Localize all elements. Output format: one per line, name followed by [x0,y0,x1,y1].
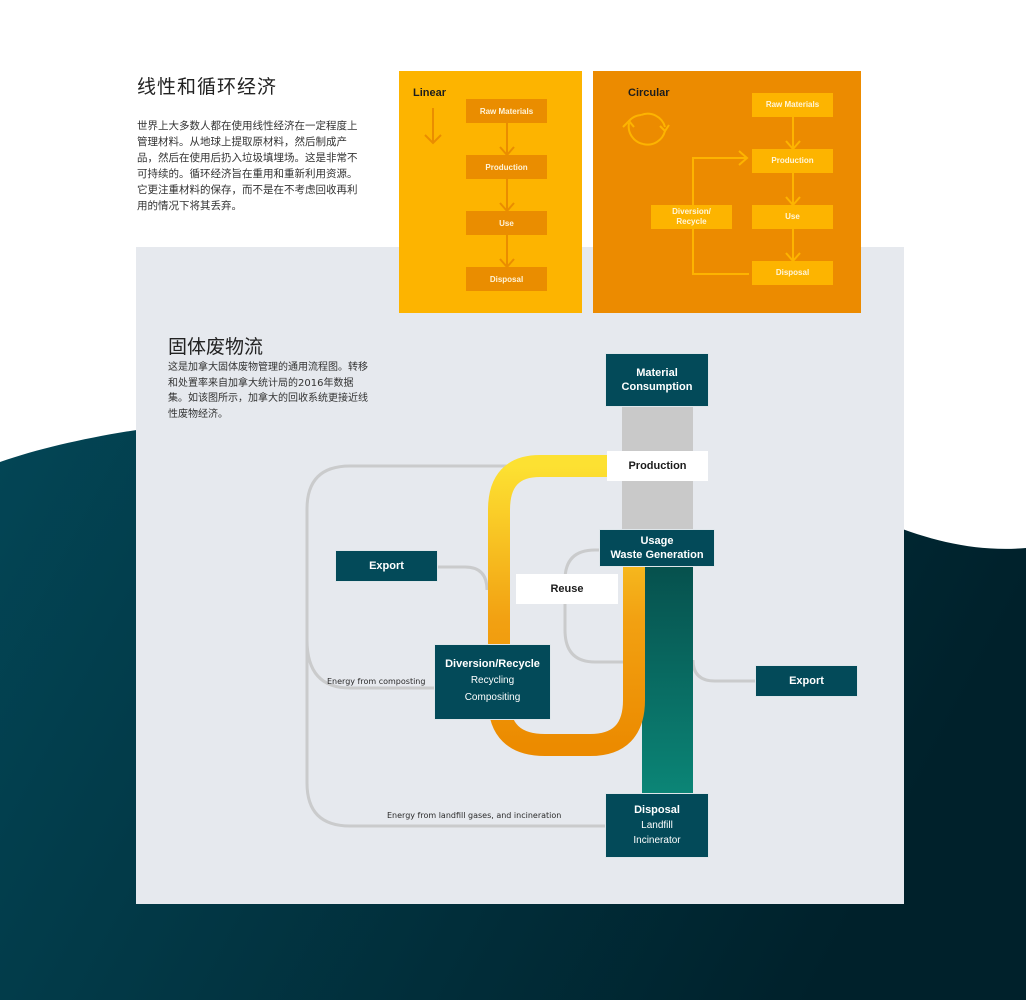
node-material-consumption-label: Material Consumption [621,367,693,393]
node-disposal: Disposal Landfill Incinerator [605,793,709,858]
node-export-left-label: Export [369,560,404,572]
linear-step-production: Production [466,155,547,179]
node-waste-generation-label: Waste Generation [610,549,704,561]
node-export-right: Export [755,665,858,697]
export-right-line [691,659,756,683]
waste-flow-title: 固体废物流 [168,336,264,358]
linear-step-raw-materials: Raw Materials [466,99,547,123]
node-diversion-recycle: Diversion/Recycle Recycling Compositing [434,644,551,720]
intro-body: 世界上大多数人都在使用线性经济在一定程度上管理材料。从地球上提取原材料，然后制成… [137,120,358,212]
energy-composting-line [305,639,436,690]
circular-arrows [622,112,801,275]
node-disposal-item-incinerator: Incinerator [633,834,681,846]
circular-step-disposal: Disposal [752,261,833,285]
node-export-left: Export [335,550,438,582]
node-usage-label: Usage [640,535,674,547]
linear-title: Linear [413,87,447,99]
circular-step-raw-materials: Raw Materials [752,93,833,117]
node-disposal-item-landfill: Landfill [641,819,673,831]
node-export-right-label: Export [789,675,824,687]
label-energy-landfill: Energy from landfill gases, and incinera… [387,811,562,820]
label-energy-composting: Energy from composting [327,677,426,686]
node-diversion-item-compositing: Compositing [464,692,521,703]
intro-title: 线性和循环经济 [137,76,278,98]
linear-card: Linear Raw Materials Production Use Disp… [399,71,582,313]
export-left-line [437,565,489,591]
circular-title: Circular [628,87,670,99]
linear-step-use: Use [466,211,547,235]
node-production: Production [607,451,708,481]
circular-step-production: Production [752,149,833,173]
circular-step-diversion: Diversion/ Recycle [651,205,732,229]
circular-step-use: Use [752,205,833,229]
node-material-consumption: Material Consumption [605,353,709,407]
waste-flow-body: 这是加拿大固体废物管理的通用流程图。转移和处置率来自加拿大统计局的2016年数据… [168,362,368,420]
node-diversion-item-recycling: Recycling [470,675,515,686]
circular-card: Circular Raw Materials Production Use Di… [593,71,861,313]
cycle-icon [622,112,670,146]
node-disposal-title: Disposal [634,803,680,816]
linear-step-disposal: Disposal [466,267,547,291]
node-diversion-title: Diversion/Recycle [445,658,540,670]
node-usage-waste-generation: Usage Waste Generation [599,529,715,567]
diversion-flow [488,455,645,756]
reuse-line [563,548,627,664]
disposal-flow [642,558,693,798]
node-reuse: Reuse [516,574,618,604]
arrow-down-icon [424,108,442,145]
